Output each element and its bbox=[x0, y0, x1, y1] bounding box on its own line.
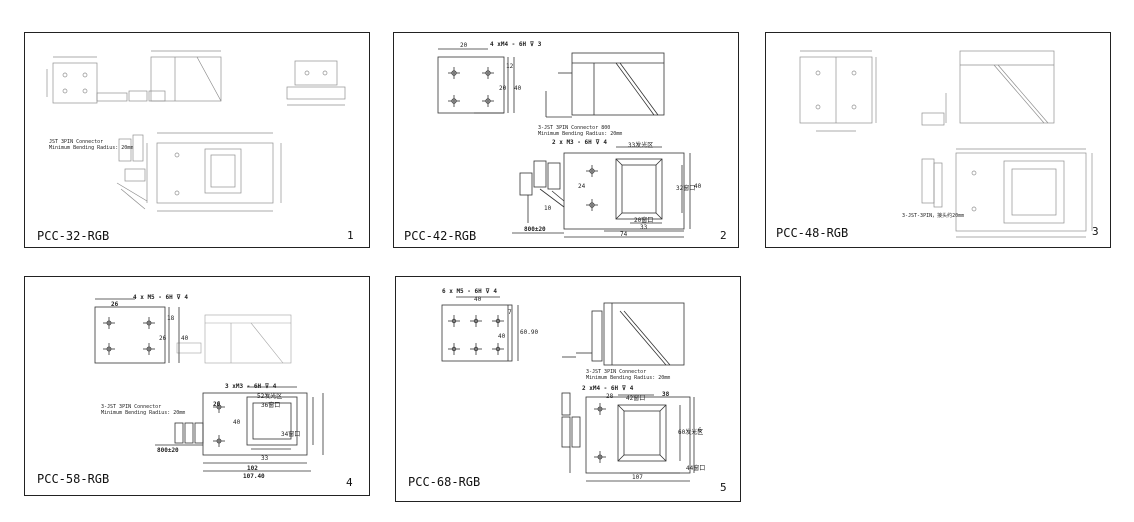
connector-note: JST 3PIN Connector Minimum Bending Radiu… bbox=[49, 139, 134, 151]
dimension-label: 34窗口 bbox=[281, 431, 301, 438]
dimension-label: 40 bbox=[233, 419, 241, 426]
connector-note: 3-JST 3PIN Connector Minimum Bending Rad… bbox=[101, 404, 186, 416]
sheet-number: 4 bbox=[346, 476, 353, 489]
callout-label: 4 xM4 - 6H ⊽ 3 bbox=[490, 41, 542, 48]
dimension-label: 7 bbox=[508, 309, 512, 316]
callout-label: 3 xM3 - 6H ⊽ 4 bbox=[225, 383, 277, 390]
connector-note: 3-JST 3PIN Connector Minimum Bending Rad… bbox=[586, 369, 671, 381]
dimension-label: 20 bbox=[460, 42, 468, 49]
dimension-label: 20窗口 bbox=[634, 217, 654, 224]
technical-drawing-5 bbox=[441, 296, 695, 482]
dimension-label: 107 bbox=[632, 474, 643, 481]
dimension-label: 40 bbox=[694, 183, 702, 190]
technical-drawing-2 bbox=[437, 48, 691, 238]
dimension-label: 74 bbox=[620, 231, 628, 238]
dimension-label: 33 bbox=[261, 455, 269, 462]
sheet-number: 5 bbox=[720, 481, 727, 494]
dimension-label: 38 bbox=[662, 391, 670, 398]
dimension-label: 40 bbox=[474, 296, 482, 303]
dimension-label: 40 bbox=[181, 335, 189, 342]
dimension-label: 26 bbox=[111, 301, 119, 308]
model-label: PCC-42-RGB bbox=[404, 229, 477, 243]
dimension-label: 6 bbox=[698, 427, 702, 434]
dimension-label: 102 bbox=[247, 465, 258, 472]
dimension-label: 33 bbox=[640, 224, 648, 231]
dimension-label: 40 bbox=[498, 333, 506, 340]
dimension-label: 800±20 bbox=[157, 447, 179, 454]
dimension-label: 18 bbox=[167, 315, 175, 322]
dimension-label: 24 bbox=[578, 183, 586, 190]
callout-label: 6 x M5 - 6H ⊽ 4 bbox=[442, 288, 497, 295]
drawing-sheet-3: 3-JST-3PIN，接头约20mm PCC-48-RGB 3 bbox=[765, 32, 1111, 248]
dimension-label: 44窗口 bbox=[686, 465, 706, 472]
callout-label: 60发光区 bbox=[678, 429, 704, 436]
dimension-label: 60.90 bbox=[520, 329, 539, 336]
drawing-sheet-5: 6 x M5 - 6H ⊽ 4 40 7 40 60.90 3-JST 3PIN… bbox=[395, 276, 741, 502]
technical-drawing-4 bbox=[94, 298, 324, 472]
model-label: PCC-68-RGB bbox=[408, 475, 481, 489]
dimension-label: 20 bbox=[213, 401, 221, 408]
dimension-label: 800±20 bbox=[524, 226, 546, 233]
connector-note: 3-JST 3PIN Connector 800 Minimum Bending… bbox=[538, 125, 623, 137]
drawing-sheet-4: 26 4 x M5 - 6H ⊽ 4 18 26 40 3-JST 3PIN C… bbox=[24, 276, 370, 496]
sheet-number: 3 bbox=[1092, 225, 1099, 238]
callout-label: 2 x M3 - 6H ⊽ 4 bbox=[552, 139, 607, 146]
callout-label: 33发光区 bbox=[628, 142, 654, 149]
callout-label: 42窗口 bbox=[626, 395, 646, 402]
callout-label: 2 xM4 - 6H ⊽ 4 bbox=[582, 385, 634, 392]
sheet-number: 1 bbox=[347, 229, 354, 242]
technical-drawing-1 bbox=[46, 50, 346, 212]
drawing-sheet-2: 20 4 xM4 - 6H ⊽ 3 12 20 40 3-JST 3PIN Co… bbox=[393, 32, 739, 248]
connector-note: 3-JST-3PIN，接头约20mm bbox=[902, 213, 965, 219]
dimension-label: 107.40 bbox=[243, 473, 265, 480]
dimension-label: 32窗口 bbox=[676, 185, 696, 192]
dimension-label: 12 bbox=[506, 63, 514, 70]
callout-label: 4 x M5 - 6H ⊽ 4 bbox=[133, 294, 188, 301]
technical-drawing-3 bbox=[799, 50, 1093, 238]
callout-label: 52发光区 bbox=[257, 393, 283, 400]
dimension-label: 26 bbox=[159, 335, 167, 342]
sheet-number: 2 bbox=[720, 229, 727, 242]
drawing-sheet-1: JST 3PIN Connector Minimum Bending Radiu… bbox=[24, 32, 370, 248]
model-label: PCC-32-RGB bbox=[37, 229, 110, 243]
callout-label: 36窗口 bbox=[261, 402, 281, 409]
model-label: PCC-48-RGB bbox=[776, 226, 849, 240]
dimension-label: 20 bbox=[499, 85, 507, 92]
dimension-label: 40 bbox=[514, 85, 522, 92]
dimension-label: 10 bbox=[544, 205, 552, 212]
model-label: PCC-58-RGB bbox=[37, 472, 110, 486]
dimension-label: 28 bbox=[606, 393, 614, 400]
